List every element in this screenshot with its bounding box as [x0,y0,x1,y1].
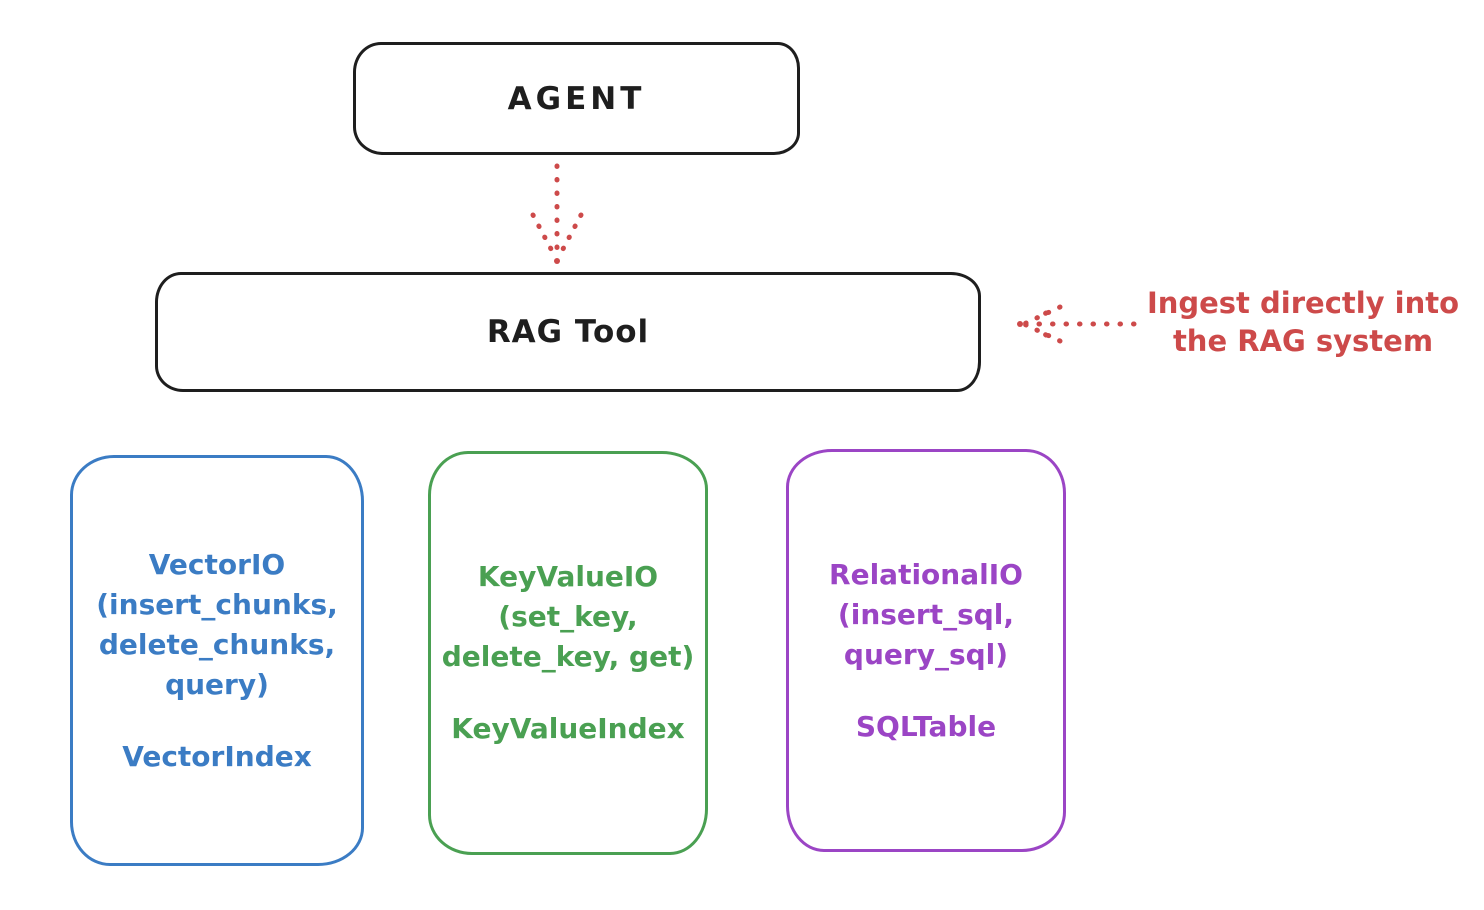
arrow-agent-to-rag-tool-icon [530,163,584,264]
node-agent: AGENT [353,42,800,155]
relational-io-label: RelationalIO (insert_sql, query_sql) [829,557,1023,671]
vector-io-label: VectorIO (insert_chunks, delete_chunks, … [96,547,338,701]
ingest-annotation: Ingest directly into the RAG system [1130,284,1476,360]
arrow-annotation-to-rag-tool-icon [1017,304,1137,344]
key-value-index-label: KeyValueIndex [451,712,685,745]
rag-tool-label: RAG Tool [486,314,650,350]
ingest-annotation-line2: the RAG system [1172,324,1434,358]
node-vector-io: VectorIO (insert_chunks, delete_chunks, … [70,455,364,866]
node-relational-io: RelationalIO (insert_sql, query_sql) SQL… [786,449,1066,852]
node-key-value-io: KeyValueIO (set_key, delete_key, get) Ke… [428,451,708,855]
agent-label: AGENT [507,80,646,117]
key-value-io-label: KeyValueIO (set_key, delete_key, get) [441,560,695,673]
ingest-annotation-line1: Ingest directly into [1146,286,1460,320]
sql-table-label: SQLTable [855,709,997,743]
vector-index-label: VectorIndex [122,739,312,773]
node-rag-tool: RAG Tool [155,272,981,392]
